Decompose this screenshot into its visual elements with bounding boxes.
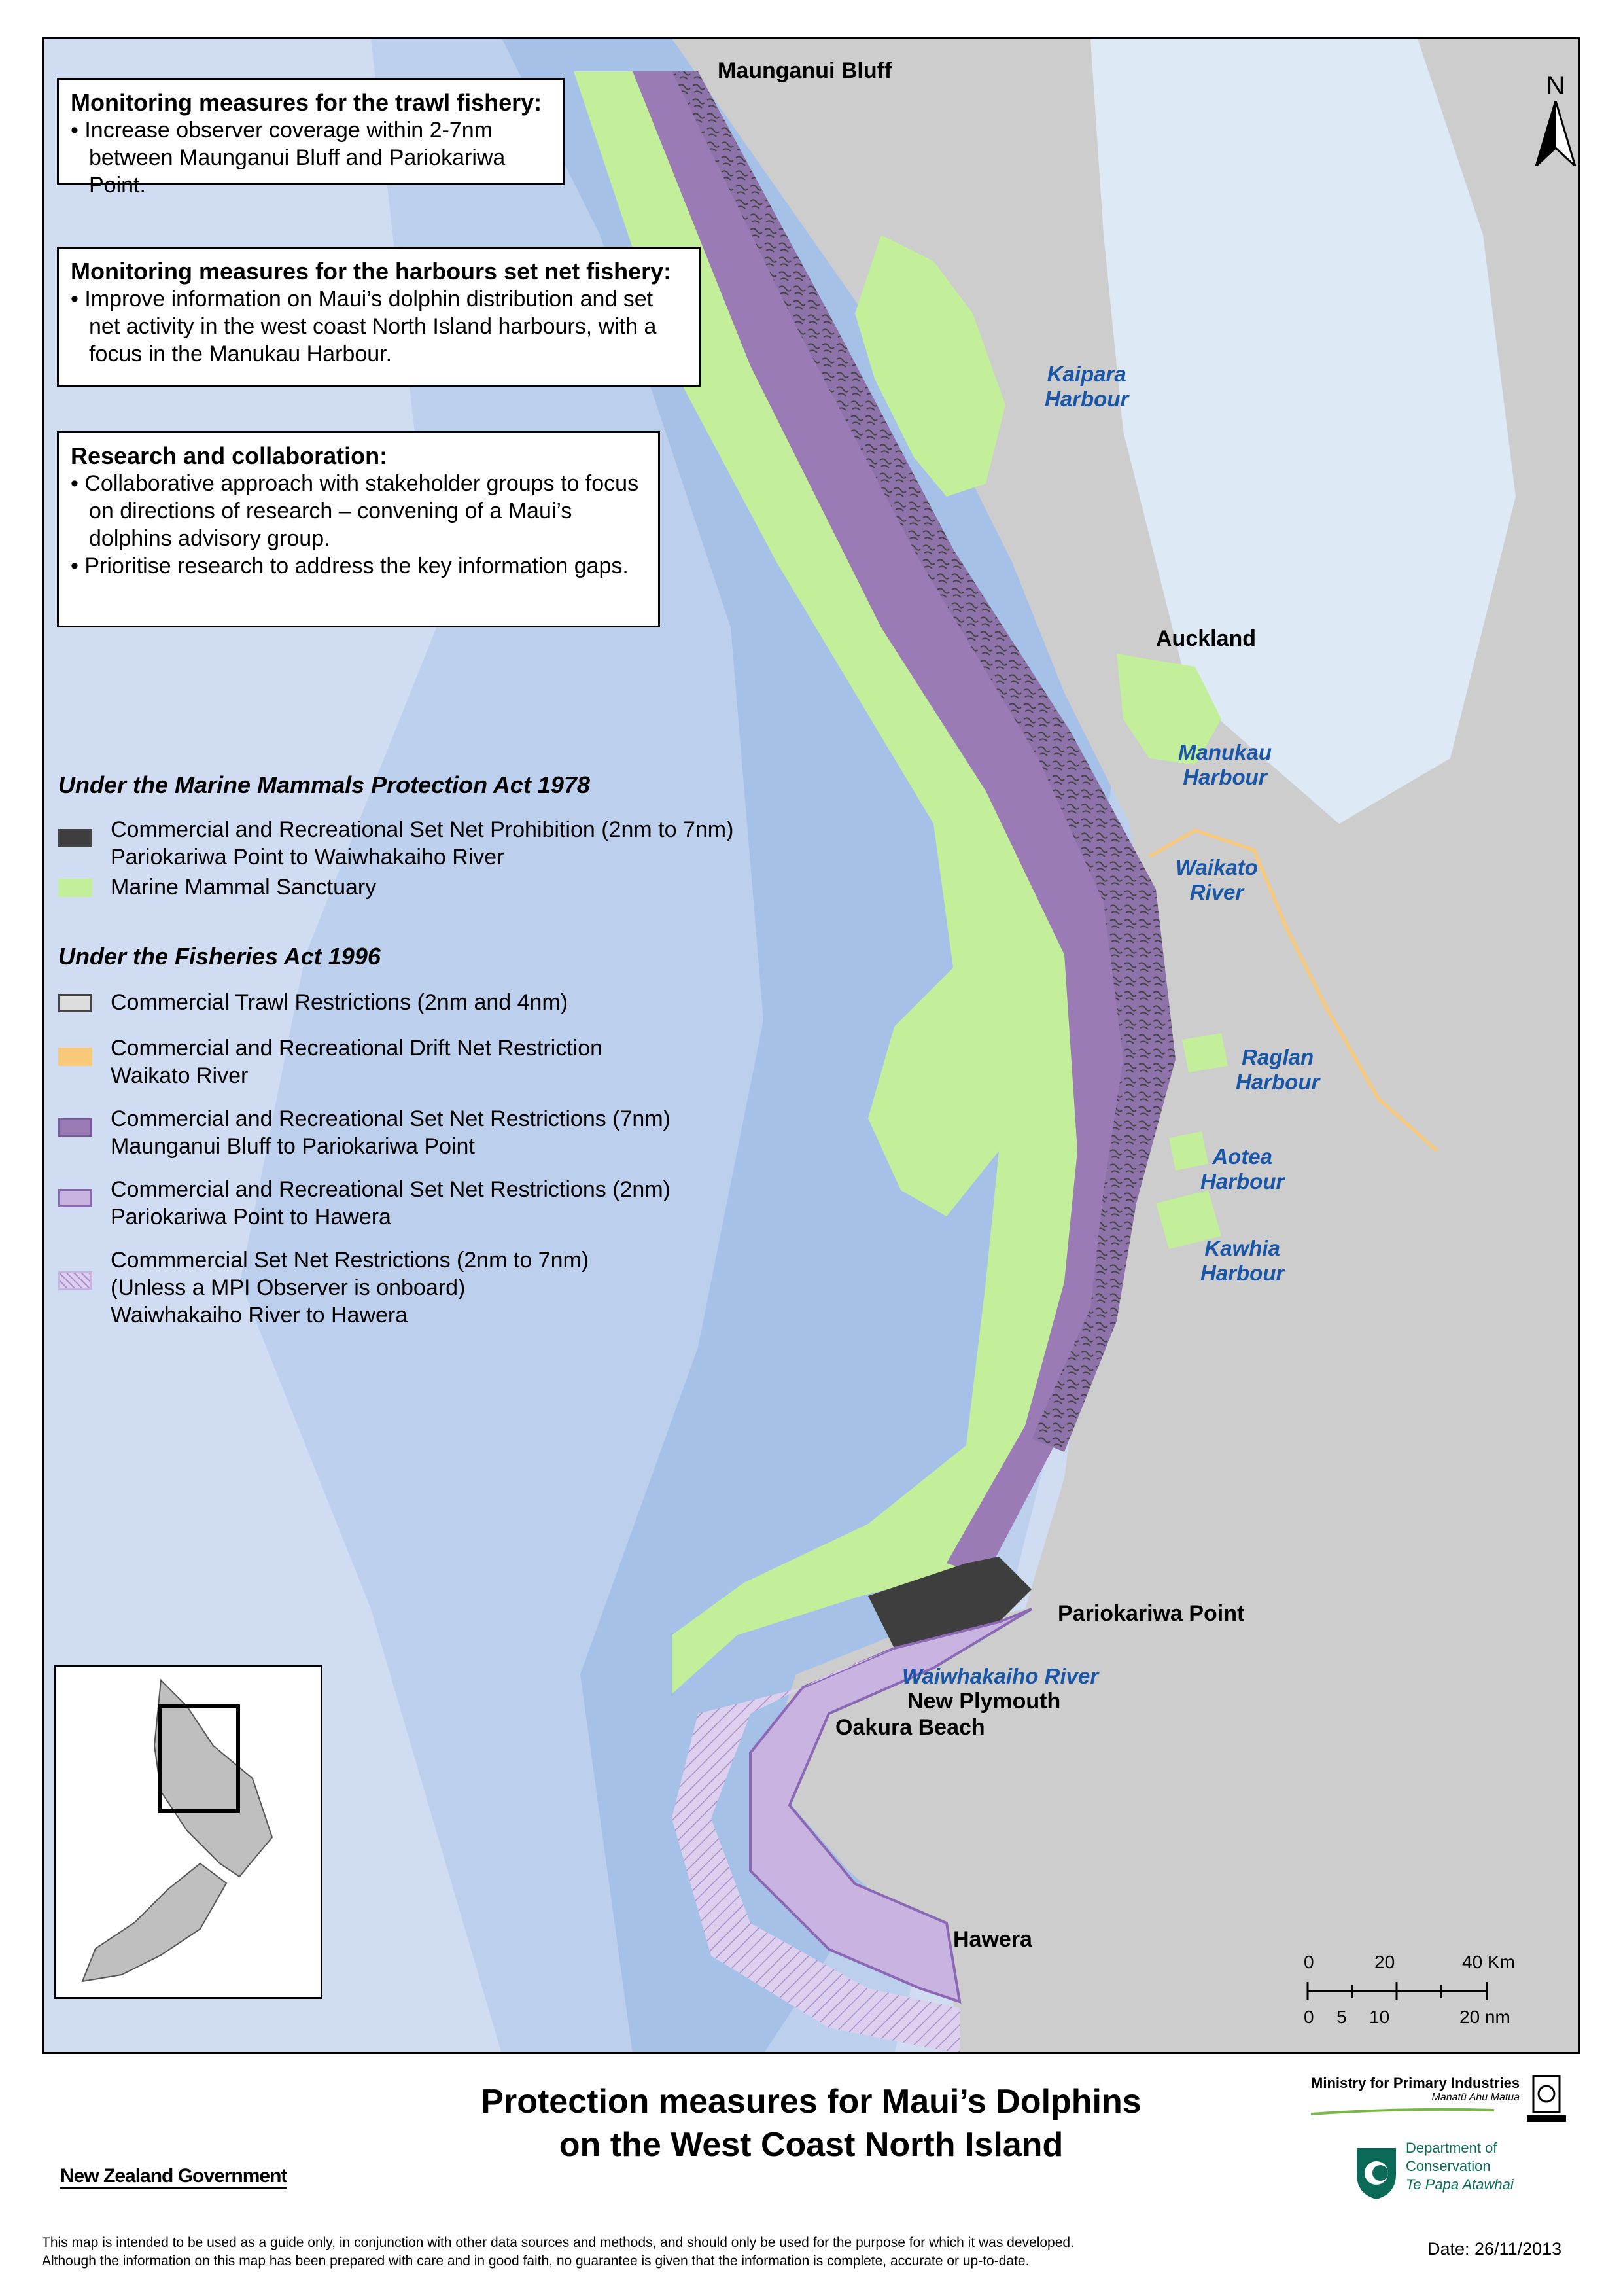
monitoring-harbours-box: Monitoring measures for the harbours set… — [57, 247, 701, 387]
place-label: Oakura Beach — [835, 1715, 985, 1740]
research-item: Prioritise research to address the key i… — [71, 552, 646, 580]
disclaimer: This map is intended to be used as a gui… — [42, 2235, 1074, 2269]
place-label: New Plymouth — [907, 1689, 1061, 1714]
observer-restriction-zone — [672, 1648, 960, 2054]
inset-map — [54, 1665, 322, 1999]
legend-swatch — [58, 1118, 92, 1137]
place-label: Maunganui Bluff — [718, 58, 892, 83]
trawl-restriction-zone — [672, 71, 1176, 1452]
kaipara-harbour-shape — [855, 235, 1005, 497]
legend-swatch — [58, 1048, 92, 1066]
legend-swatch — [58, 1189, 92, 1207]
north-arrow: N — [1533, 71, 1578, 169]
map-title: Protection measures for Maui’s Dolphins … — [481, 2083, 1142, 2164]
map-date: Date: 26/11/2013 — [1427, 2239, 1562, 2259]
monitoring-harbours-item: Improve information on Maui’s dolphin di… — [71, 285, 687, 368]
kawhia-harbour-shape — [1156, 1190, 1221, 1249]
monitoring-trawl-item: Increase observer coverage within 2-7nm … — [71, 116, 551, 199]
north-label: N — [1546, 71, 1565, 100]
set-net-7nm-zone — [633, 71, 1156, 1576]
place-label: Pariokariwa Point — [1058, 1601, 1245, 1626]
waikato-river-line — [1148, 828, 1438, 1152]
scale-bar-ticks — [1306, 1982, 1488, 2000]
doc-logo-icon — [1357, 2148, 1396, 2199]
doc-logo: Department of Conservation Te Papa Atawh… — [1406, 2140, 1514, 2193]
research-title: Research and collaboration: — [71, 442, 388, 469]
research-box: Research and collaboration: Collaborativ… — [57, 431, 660, 627]
map-canvas — [44, 39, 1578, 2054]
footer: Protection measures for Maui’s Dolphins … — [42, 2052, 1580, 2231]
monitoring-harbours-title: Monitoring measures for the harbours set… — [71, 258, 672, 285]
legend-swatch — [58, 1271, 92, 1290]
raglan-harbour-shape — [1182, 1033, 1228, 1072]
nz-government-logo: New Zealand Government — [60, 2165, 287, 2189]
coat-of-arms-icon — [1527, 2075, 1566, 2122]
legend-heading-mmpa: Under the Marine Mammals Protection Act … — [58, 771, 590, 798]
river-label: Waiwhakaiho River — [902, 1664, 1099, 1688]
place-label: Hawera — [953, 1927, 1032, 1952]
legend-heading-fisheries: Under the Fisheries Act 1996 — [58, 943, 381, 970]
hauraki-gulf — [1090, 39, 1516, 824]
legend: Under the Marine Mammals Protection Act … — [58, 771, 734, 1328]
prohibition-zone — [868, 1557, 1032, 1648]
legend-swatch — [58, 994, 92, 1012]
mpi-swoosh-icon — [1310, 2108, 1495, 2115]
sanctuary-zone — [574, 71, 1117, 1694]
inset-new-zealand — [81, 1678, 273, 1983]
mpi-logo: Ministry for Primary Industries Manatū A… — [1310, 2075, 1520, 2121]
set-net-2nm-zone — [749, 1608, 1033, 2004]
monitoring-trawl-box: Monitoring measures for the trawl fisher… — [57, 78, 565, 198]
scale-bar: 0 20 40 Km 0 5 10 20 nm — [1304, 1952, 1520, 2030]
aotea-harbour-shape — [1169, 1131, 1208, 1171]
map-frame: Monitoring measures for the trawl fisher… — [42, 37, 1580, 2229]
legend-swatch — [58, 879, 92, 897]
manukau-harbour-shape — [1117, 654, 1221, 765]
north-arrow-icon — [1533, 97, 1578, 169]
monitoring-trawl-title: Monitoring measures for the trawl fisher… — [71, 89, 542, 116]
place-label: Auckland — [1156, 626, 1257, 651]
legend-swatch — [58, 829, 92, 847]
research-item: Collaborative approach with stakeholder … — [71, 470, 646, 552]
